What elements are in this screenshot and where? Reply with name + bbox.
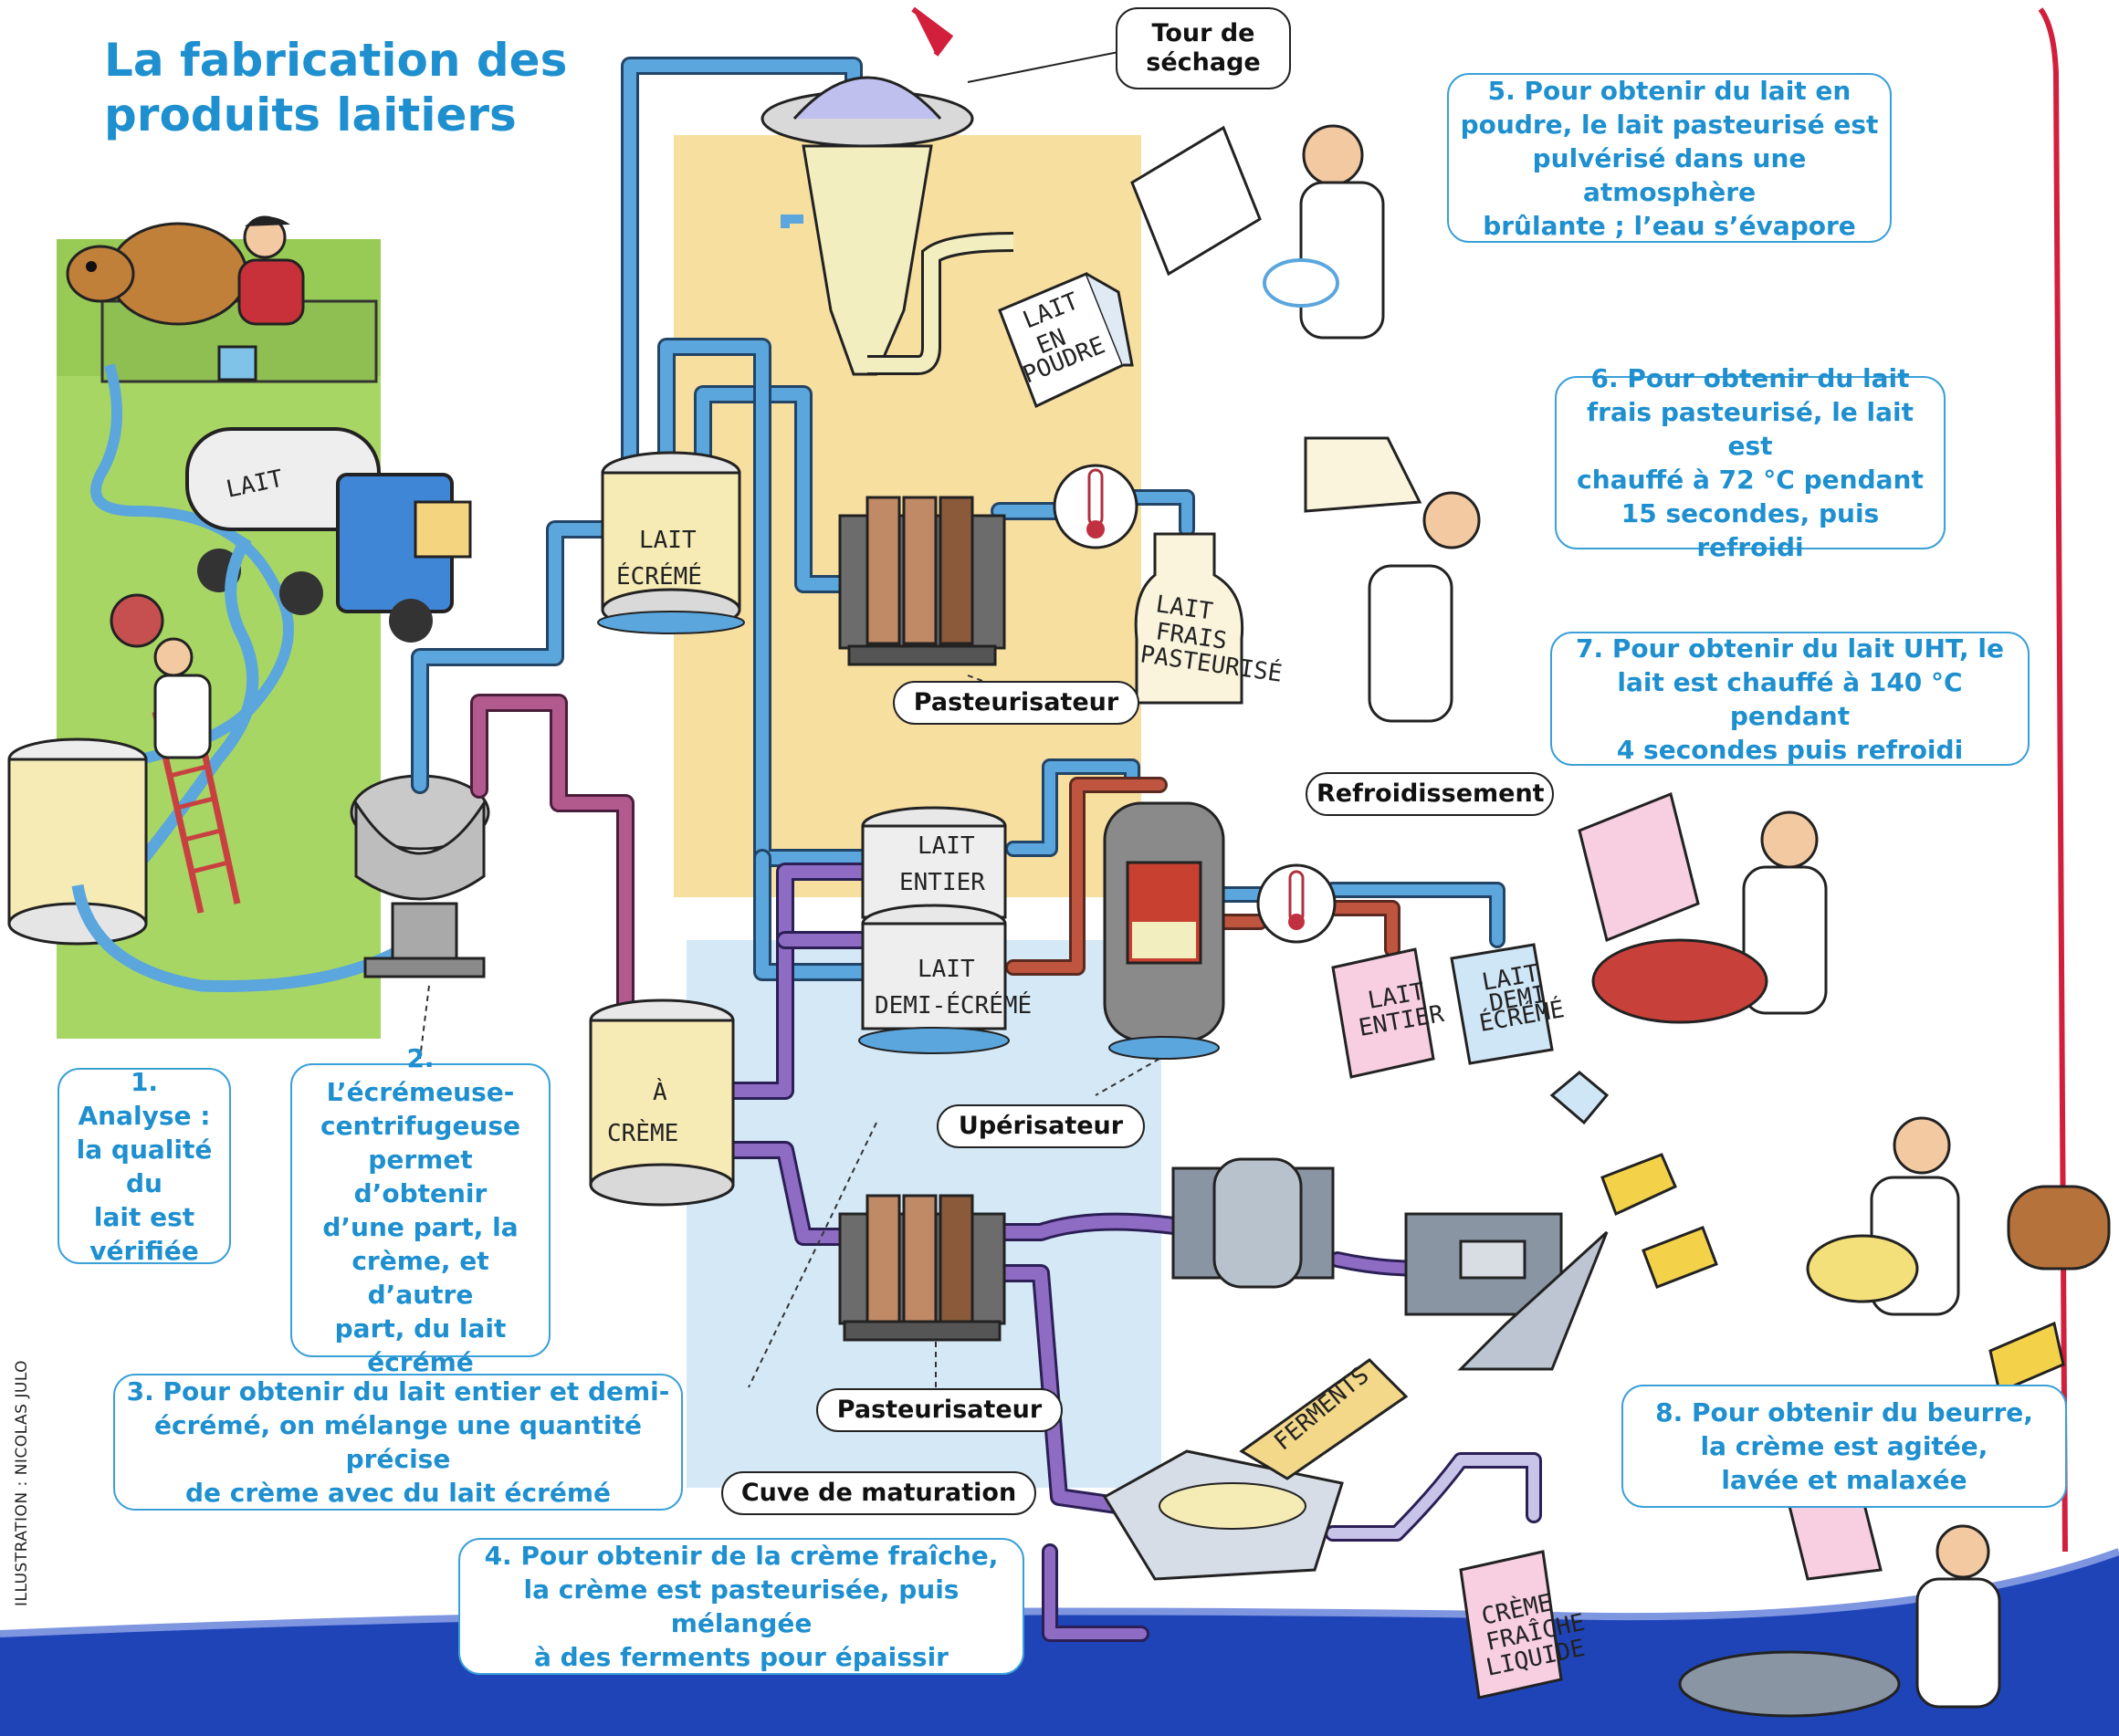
step-7-line: 4 secondes puis refroidi <box>1616 734 1964 765</box>
tag-whole-2: ENTIER <box>899 869 985 896</box>
tag-skimmed-1: LAIT <box>639 527 697 554</box>
step-5-line: 5. Pour obtenir du lait en <box>1487 75 1852 106</box>
step-2-line: permet d’obtenir <box>353 1145 488 1208</box>
step-8-line: lavée et malaxée <box>1721 1465 1967 1495</box>
title-line-1: La fabrication des <box>104 34 568 87</box>
cream-tank <box>589 999 735 1207</box>
step-1-number: 1. <box>130 1066 159 1097</box>
step-2-line: centrifugeuse <box>320 1111 521 1141</box>
step-4-line: 4. Pour obtenir de la crème fraîche, <box>484 1541 999 1571</box>
frame-border <box>2038 7 2068 1553</box>
tag-cream-1: À <box>653 1077 667 1106</box>
tag-skimmed-2: ÉCRÉMÉ <box>616 561 702 591</box>
footer-band <box>0 1552 2119 1736</box>
powder-box <box>998 272 1134 409</box>
step-1-line: vérifiée <box>89 1235 199 1266</box>
step-6-line: 6. Pour obtenir du lait <box>1590 363 1910 393</box>
pasteuriser-bottom <box>838 1194 1006 1342</box>
semi-skimmed-tank <box>858 904 1010 1054</box>
step-8-line: la crème est agitée, <box>1700 1431 1988 1461</box>
page-title: La fabrication des produits laitiers <box>104 33 567 142</box>
step-1-line: Analyse : <box>78 1100 211 1131</box>
cow-and-farmer <box>66 215 378 383</box>
step-3-line: 3. Pour obtenir du lait entier et demi- <box>126 1376 670 1407</box>
step-4-line: à des ferments pour épaissir <box>533 1642 949 1672</box>
step-5-box: 5. Pour obtenir du lait en poudre, le la… <box>1447 73 1892 243</box>
butter-blocks <box>1549 1071 2065 1395</box>
step-1-line: lait est <box>93 1201 195 1232</box>
fresh-milk-bottle <box>1134 532 1244 705</box>
page-frame <box>2009 0 2119 1552</box>
step-6-line: frais pasteurisé, le lait est <box>1586 397 1914 461</box>
label-refroidissement: Refroidissement <box>1306 772 1554 816</box>
label-cuve-de-maturation: Cuve de maturation <box>721 1471 1036 1515</box>
step-4-line: la crème est pasteurisée, puis mélangée <box>523 1574 960 1638</box>
step-6-line: chauffé à 72 °C pendant <box>1577 465 1924 495</box>
step-7-box: 7. Pour obtenir du lait UHT, le lait est… <box>1550 632 2030 766</box>
uht-steriliser <box>1103 801 1225 1060</box>
step-6-box: 6. Pour obtenir du lait frais pasteurisé… <box>1555 363 1946 562</box>
step-3-line: de crème avec du lait écrémé <box>184 1478 612 1508</box>
maturation-tank <box>1102 1358 1563 1699</box>
label-uperisateur: Upérisateur <box>937 1104 1145 1148</box>
step-3-line: écrémé, on mélange une quantité précise <box>154 1410 642 1474</box>
illustration-credit: ILLUSTRATION : NICOLAS JULO <box>13 1359 31 1606</box>
tag-semi-1: LAIT <box>918 956 975 983</box>
butter-churn <box>1171 1157 1609 1371</box>
step-8-line: 8. Pour obtenir du beurre, <box>1655 1397 2033 1427</box>
step-2-line: L’écrémeuse- <box>326 1077 515 1107</box>
step-2-line: d’une part, la <box>322 1212 519 1242</box>
tag-whole-1: LAIT <box>918 832 975 860</box>
step-5-line: pulvérisé dans une atmosphère <box>1532 142 1807 207</box>
step-7-line: 7. Pour obtenir du lait UHT, le <box>1575 633 2005 664</box>
thermometer-uht <box>1256 863 1337 944</box>
skimmed-milk-tank <box>597 451 745 634</box>
step-1-line: la qualité du <box>76 1134 213 1198</box>
step-2-number: 2. <box>406 1043 435 1073</box>
step-2-line: écrémé <box>367 1347 474 1377</box>
milk-packs <box>1331 943 1554 1079</box>
step-7-line: lait est chauffé à 140 °C pendant <box>1617 666 1963 731</box>
label-pasteurisateur-bottom: Pasteurisateur <box>816 1388 1063 1432</box>
step-3-box: 3. Pour obtenir du lait entier et demi- … <box>113 1374 683 1511</box>
step-2-box: 2. L’écrémeuse- centrifugeuse permet d’o… <box>290 1043 551 1377</box>
whole-milk-tank <box>861 806 1007 919</box>
label-tour-line: séchage <box>1146 48 1261 77</box>
step-6-line: 15 secondes, puis refroidi <box>1621 498 1880 562</box>
label-tour-line: Tour de <box>1151 19 1255 47</box>
step-2-line: part, du lait <box>334 1313 507 1344</box>
workers <box>1130 124 2111 1718</box>
step-2-line: crème, et d’autre <box>351 1246 489 1310</box>
tag-semi-2: DEMI-ÉCRÉMÉ <box>875 990 1032 1020</box>
step-8-box: 8. Pour obtenir du beurre, la crème est … <box>1621 1385 2067 1508</box>
pasteuriser-top <box>838 496 1006 666</box>
thermometer-top <box>1053 464 1138 549</box>
step-1-box: 1. Analyse : la qualité du lait est véri… <box>58 1066 231 1266</box>
step-5-line: brûlante ; l’eau s’évapore <box>1483 210 1856 241</box>
label-pasteurisateur-top: Pasteurisateur <box>893 681 1139 725</box>
drying-tower <box>761 6 1128 376</box>
label-tour-de-sechage: Tour de séchage <box>1116 7 1291 89</box>
title-line-2: produits laitiers <box>104 89 517 141</box>
pipe-network <box>411 57 1542 1642</box>
milk-truck <box>69 363 472 872</box>
tag-cream-2: CRÈME <box>607 1118 678 1147</box>
step-4-box: 4. Pour obtenir de la crème fraîche, la … <box>458 1538 1024 1675</box>
step-5-line: poudre, le lait pasteurisé est <box>1460 109 1879 140</box>
